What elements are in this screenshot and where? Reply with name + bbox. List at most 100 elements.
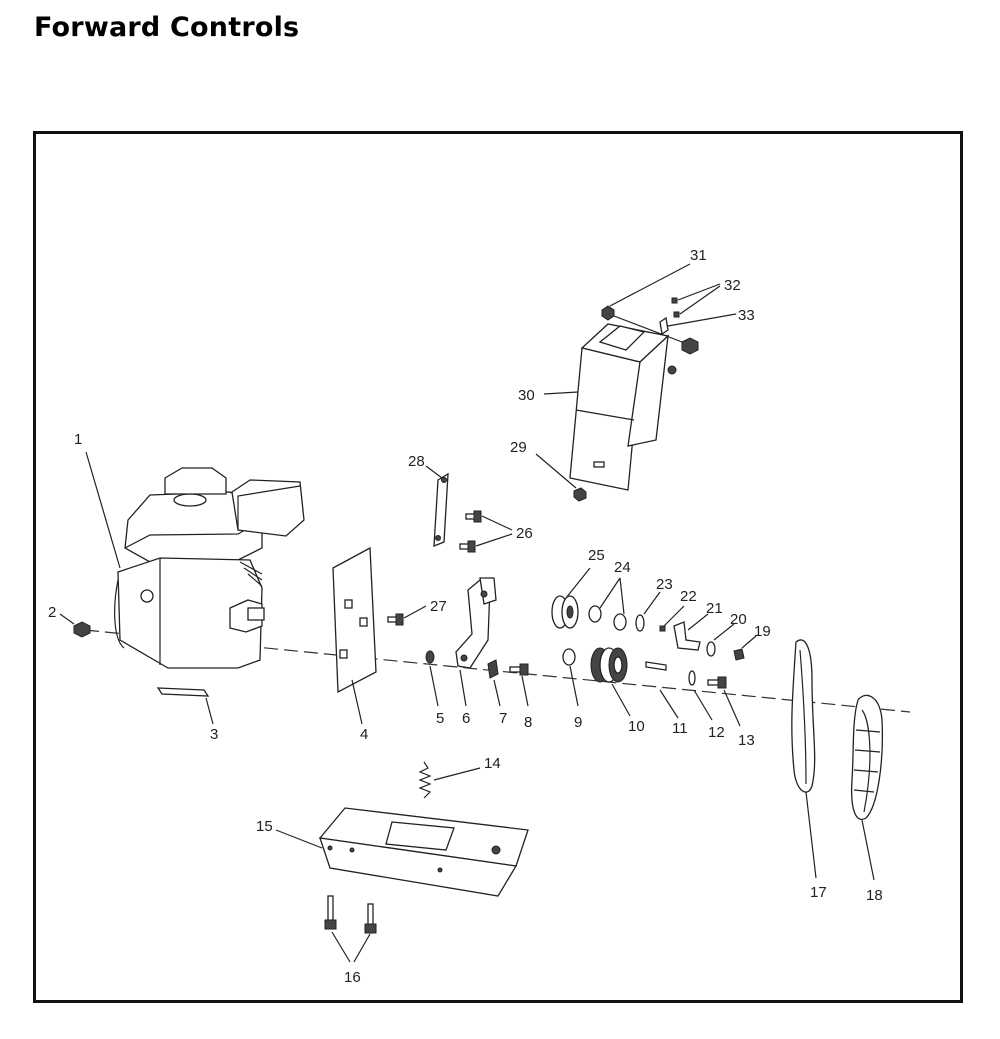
- leader-26b: [475, 533, 513, 547]
- pulley-part-25: [551, 595, 579, 629]
- leader-7: [493, 679, 501, 707]
- leader-30: [543, 391, 579, 395]
- leader-24b: [619, 577, 625, 615]
- page-title: Forward Controls: [34, 12, 300, 43]
- label-19: 19: [754, 623, 771, 640]
- bolt-part-13: [707, 676, 727, 689]
- nut-part-19: [733, 648, 745, 661]
- leader-29: [535, 453, 577, 489]
- spring-part-14: [418, 761, 432, 799]
- washer-part-20: [706, 641, 716, 657]
- leader-31b: [613, 315, 683, 343]
- label-20: 20: [730, 611, 747, 628]
- leader-16b: [353, 933, 371, 963]
- plate-part-4: [332, 546, 377, 694]
- leader-28: [425, 465, 443, 479]
- leader-17: [805, 791, 817, 879]
- label-29: 29: [510, 439, 527, 456]
- label-28: 28: [408, 453, 425, 470]
- label-7: 7: [499, 710, 507, 727]
- leader-31: [609, 263, 691, 307]
- leader-18: [861, 819, 875, 881]
- washer-part-5: [425, 650, 435, 664]
- engine-part: [114, 467, 305, 669]
- leader-5: [429, 665, 439, 707]
- label-6: 6: [462, 710, 470, 727]
- leader-26a: [481, 515, 513, 531]
- key-part-3: [156, 687, 210, 697]
- washer-part-23: [635, 614, 645, 632]
- label-22: 22: [680, 588, 697, 605]
- label-30: 30: [518, 387, 535, 404]
- label-12: 12: [708, 724, 725, 741]
- bracket-part-21: [673, 621, 701, 651]
- leader-15: [275, 829, 323, 849]
- label-5: 5: [436, 710, 444, 727]
- label-27: 27: [430, 598, 447, 615]
- leader-11: [659, 689, 679, 719]
- leader-22: [663, 605, 685, 627]
- label-21: 21: [706, 600, 723, 617]
- leader-32a: [677, 283, 721, 301]
- label-17: 17: [810, 884, 827, 901]
- label-3: 3: [210, 726, 218, 743]
- leader-12: [693, 689, 713, 721]
- label-1: 1: [74, 431, 82, 448]
- diagram-frame: [33, 131, 963, 1003]
- nut-part-2: [73, 621, 91, 638]
- label-14: 14: [484, 755, 501, 772]
- leader-14: [433, 767, 481, 781]
- leader-24a: [599, 577, 621, 609]
- label-9: 9: [574, 714, 582, 731]
- leader-4: [351, 679, 363, 725]
- base-plate-part-15: [318, 807, 529, 897]
- leader-19: [741, 635, 757, 649]
- label-24: 24: [614, 559, 631, 576]
- label-13: 13: [738, 732, 755, 749]
- bushing-part-9: [562, 648, 576, 666]
- nut-part-31: [601, 305, 615, 321]
- leader-8: [521, 675, 529, 707]
- leader-27: [403, 605, 427, 619]
- leader-33: [667, 313, 737, 327]
- label-8: 8: [524, 714, 532, 731]
- leader-21: [687, 613, 709, 631]
- bracket-part-6: [455, 577, 497, 669]
- bearings-part-24: [588, 605, 627, 631]
- leader-1: [85, 451, 121, 569]
- label-33: 33: [738, 307, 755, 324]
- label-26: 26: [516, 525, 533, 542]
- leader-32b: [679, 285, 721, 315]
- key-part-11: [645, 661, 667, 671]
- nut-part-29: [573, 487, 587, 502]
- screws-part-32: [671, 297, 680, 318]
- bolts-part-26: [459, 510, 482, 553]
- belt-part-18: [850, 694, 883, 820]
- label-18: 18: [866, 887, 883, 904]
- label-25: 25: [588, 547, 605, 564]
- bolt-part-27: [387, 613, 404, 626]
- label-15: 15: [256, 818, 273, 835]
- label-16: 16: [344, 969, 361, 986]
- label-10: 10: [628, 718, 645, 735]
- label-4: 4: [360, 726, 368, 743]
- belt-part-17: [791, 639, 816, 793]
- leader-16a: [331, 931, 351, 963]
- bolts-part-16: [324, 895, 377, 934]
- leader-6: [459, 669, 467, 707]
- pin-part-22: [659, 625, 666, 632]
- label-32: 32: [724, 277, 741, 294]
- strap-part-28: [433, 472, 449, 547]
- assembly-centerline: [84, 629, 911, 713]
- leader-10: [611, 683, 631, 717]
- clip-part-33: [659, 316, 669, 336]
- spacer-part-7: [487, 659, 499, 679]
- leader-3: [205, 697, 214, 725]
- label-11: 11: [672, 720, 688, 737]
- knob-part-31b: [667, 337, 699, 375]
- washer-part-12: [688, 670, 696, 686]
- leader-9: [569, 665, 579, 707]
- label-31: 31: [690, 247, 707, 264]
- label-2: 2: [48, 604, 56, 621]
